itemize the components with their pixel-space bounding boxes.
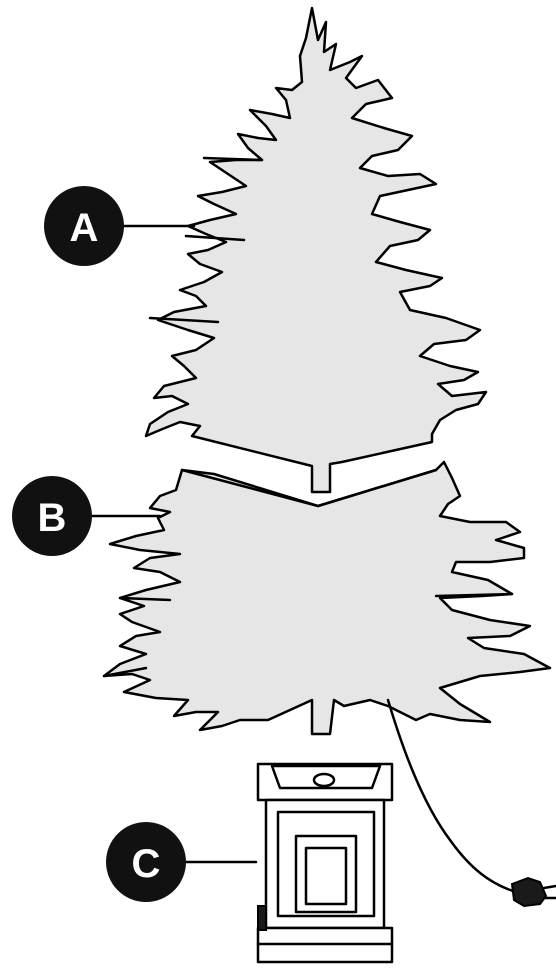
label-b: B xyxy=(38,496,67,540)
tree-middle-section xyxy=(102,460,552,736)
label-c: C xyxy=(132,842,161,886)
plug-icon xyxy=(510,876,548,908)
tree-top-section xyxy=(144,6,488,494)
callout-c: C xyxy=(106,822,258,902)
tree-stand xyxy=(256,762,394,964)
callout-b: B xyxy=(12,476,162,556)
label-a: A xyxy=(70,206,99,250)
callout-a: A xyxy=(44,186,196,266)
power-cord xyxy=(386,698,556,908)
